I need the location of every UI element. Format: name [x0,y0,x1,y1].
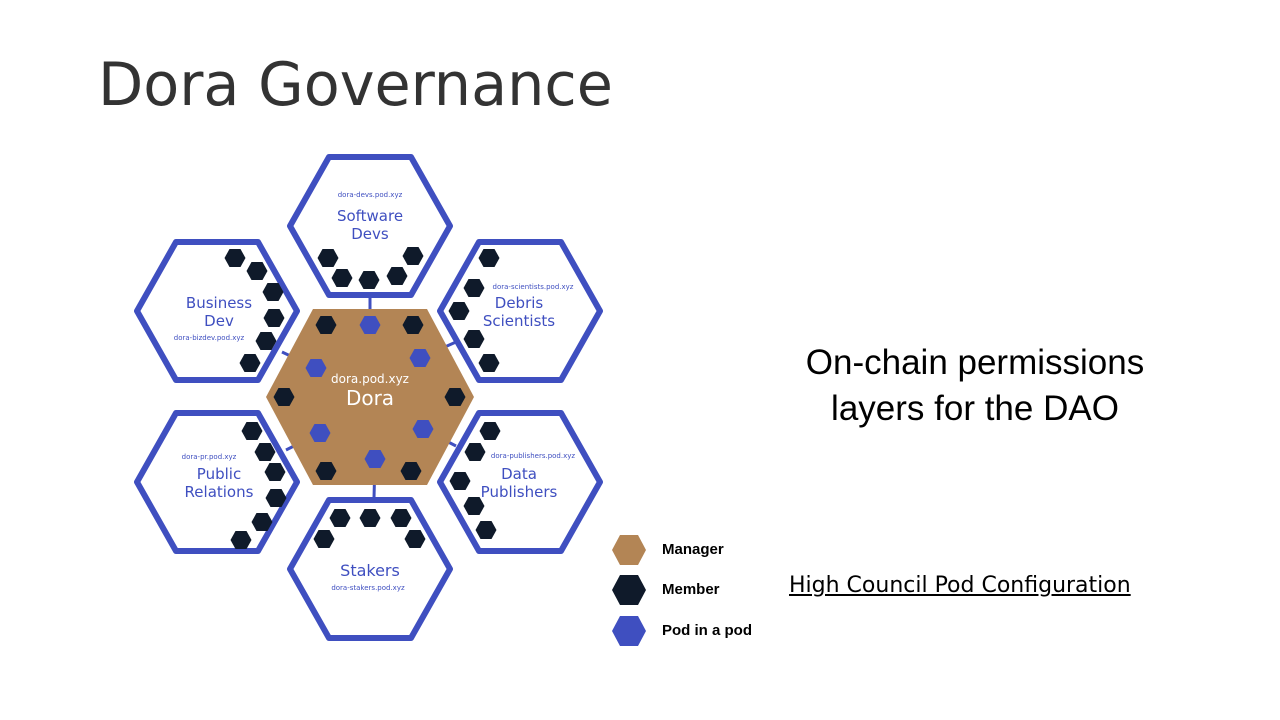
member-hex-icon [262,283,284,301]
pod-domain: dora-stakers.pod.xyz [331,584,405,592]
member-hex-icon [400,462,422,480]
member-hex-icon [359,509,381,527]
pod-in-pod-hex-icon [305,359,327,377]
pod-domain: dora-scientists.pod.xyz [493,283,574,291]
member-hex-icon [463,279,485,297]
legend-pod-label: Pod in a pod [662,622,752,639]
pod-domain: dora-publishers.pod.xyz [491,452,575,460]
member-hex-icon [448,302,470,320]
pod-in-pod-hex-icon [309,424,331,442]
pod-name: Devs [351,225,389,243]
member-hex-icon [463,497,485,515]
member-hex-icon [315,462,337,480]
pod-domain: dora-devs.pod.xyz [338,191,403,199]
member-hex-icon [331,269,353,287]
pod-name: Business [186,294,252,312]
member-hex-icon [478,249,500,267]
pod-name: Public [197,465,241,483]
pod-name: Relations [185,483,254,501]
center-pod-domain: dora.pod.xyz [331,372,409,386]
pod-name: Publishers [481,483,558,501]
pod-name: Dev [204,312,234,330]
member-hex-icon [251,513,273,531]
pod-domain: dora-bizdev.pod.xyz [174,334,245,342]
pod-domain: dora-pr.pod.xyz [182,453,237,461]
member-hex-icon [479,422,501,440]
subtitle-line: layers for the DAO [831,389,1119,428]
member-hex-icon [390,509,412,527]
member-hex-icon [230,531,252,549]
member-hex-icon [463,330,485,348]
manager-hex-icon [612,535,646,565]
member-hex-icon [264,463,286,481]
member-hex-icon [317,249,339,267]
member-hex-icon [224,249,246,267]
pod-name: Software [337,207,403,225]
member-hex-icon [273,388,295,406]
member-hex-icon [444,388,466,406]
pod-name: Debris [495,294,544,312]
subtitle-line: On-chain permissions [805,343,1145,382]
member-hex-icon [246,262,268,280]
pod-in-pod-hex-icon [359,316,381,334]
member-hex-icon [315,316,337,334]
member-hex-icon [402,247,424,265]
legend-manager-label: Manager [662,541,724,558]
member-hex-icon [239,354,261,372]
pod-hex-icon [612,616,646,646]
member-hex-icon [386,267,408,285]
config-link[interactable]: High Council Pod Configuration [789,573,1131,598]
member-hex-icon [313,530,335,548]
member-hex-icon [475,521,497,539]
member-hex-icon [265,489,287,507]
pod-in-pod-hex-icon [364,450,386,468]
member-hex-icon [241,422,263,440]
pod-name: Stakers [340,561,400,580]
pod-name: Scientists [483,312,555,330]
member-hex-icon [402,316,424,334]
member-hex-icon [612,575,646,605]
member-hex-icon [404,530,426,548]
member-hex-icon [254,443,276,461]
pod-in-pod-hex-icon [409,349,431,367]
member-hex-icon [449,472,471,490]
pod-in-pod-hex-icon [412,420,434,438]
member-hex-icon [263,309,285,327]
member-hex-icon [255,332,277,350]
member-hex-icon [464,443,486,461]
member-hex-icon [478,354,500,372]
member-hex-icon [329,509,351,527]
member-hex-icon [358,271,380,289]
slide-subtitle: On-chain permissions layers for the DAO [770,340,1180,432]
center-pod-name: Dora [346,386,394,410]
legend-member-label: Member [662,581,720,598]
pod-name: Data [501,465,537,483]
slide-title: Dora Governance [98,50,613,120]
